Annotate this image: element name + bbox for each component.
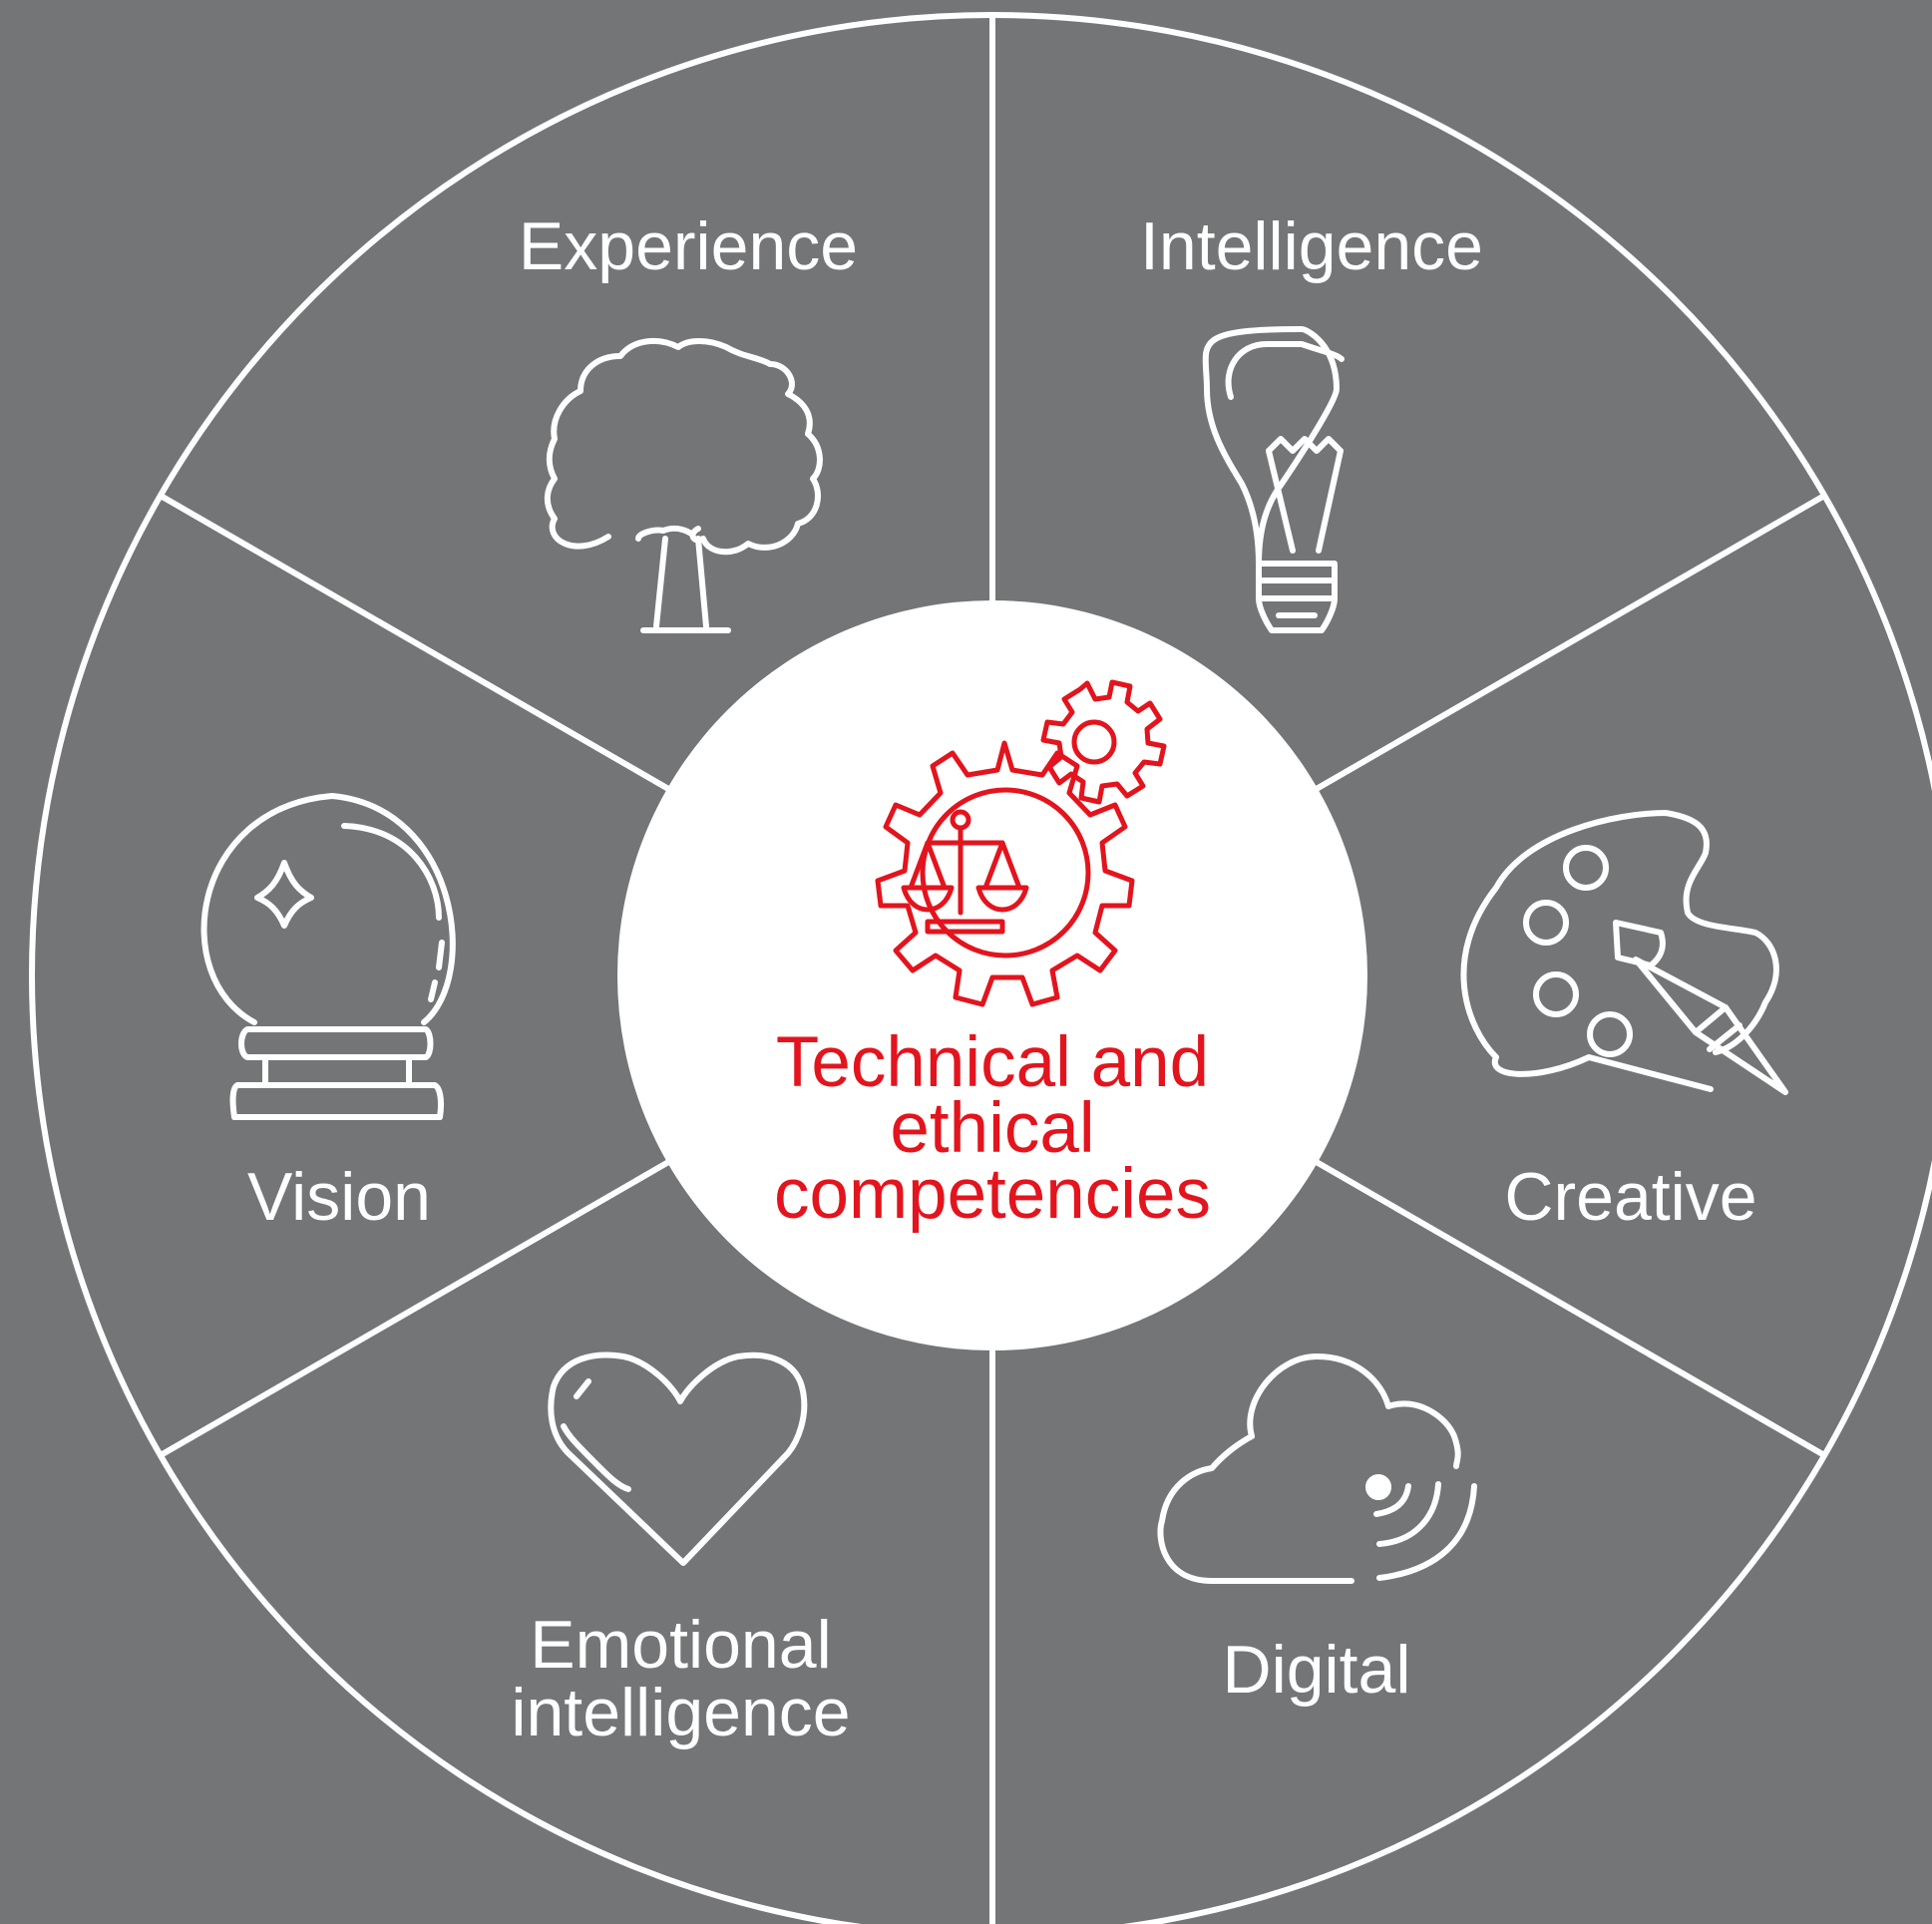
- segment-label-vision: Vision: [247, 1159, 431, 1235]
- center-label-line-1: Technical and: [775, 1023, 1210, 1102]
- divider-bottom-right: [1313, 1158, 1826, 1458]
- crystal-ball-icon: [200, 793, 456, 1120]
- segment-label-creative: Creative: [1504, 1159, 1757, 1235]
- center-label-line-3: competencies: [773, 1155, 1212, 1234]
- center-label: Technical and ethical competencies: [738, 1023, 1247, 1234]
- segment-label-emotional-intelligence: Emotional intelligence: [469, 1611, 893, 1746]
- gears-scales-icon: [875, 679, 1167, 1007]
- lightbulb-icon: [1202, 326, 1345, 633]
- tree-icon: [544, 338, 823, 633]
- divider-bottom-left: [159, 1158, 672, 1458]
- center-label-line-2: ethical: [890, 1089, 1095, 1168]
- segment-label-intelligence-2: intelligence: [511, 1675, 851, 1750]
- heart-icon: [548, 1351, 808, 1566]
- segment-label-intelligence: Intelligence: [1139, 208, 1484, 284]
- divider-top-left: [159, 493, 672, 793]
- segment-label-emotional: Emotional: [530, 1607, 832, 1683]
- cloud-icon: [1157, 1353, 1477, 1584]
- divider-top-right: [1313, 493, 1826, 793]
- segment-label-digital: Digital: [1222, 1632, 1411, 1708]
- segment-label-experience: Experience: [518, 208, 859, 284]
- palette-icon: [1460, 810, 1788, 1095]
- segment-dividers: [159, 15, 1826, 1924]
